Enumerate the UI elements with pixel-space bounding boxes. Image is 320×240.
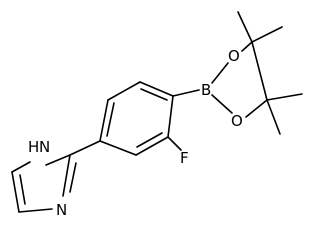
bond-benz-4 [167, 95, 174, 138]
bond-c2-aryl [69, 140, 101, 156]
bond-o-lower-c [245, 99, 268, 118]
bond-c5-nh [11, 161, 31, 173]
bond-b-o-upper [211, 62, 229, 84]
atom-label-o-upper: O [228, 47, 240, 65]
atom-label-f: F [180, 149, 189, 167]
atom-label-nh: N [39, 138, 50, 156]
bond-benz-2 [107, 81, 141, 101]
bond-methyl-3 [266, 93, 303, 101]
bond-benz-1 [99, 99, 109, 142]
bond-benz-3-inner [140, 88, 168, 101]
bond-c-b [172, 89, 200, 97]
bond-o-upper-c [241, 41, 253, 52]
bond-c-c-ring [251, 41, 268, 101]
bonds [11, 11, 303, 213]
atom-label-h: H [28, 138, 39, 156]
atom-labels: H N N F B O O [28, 47, 243, 219]
bond-benz-1-inner [106, 102, 115, 137]
bond-benz-5-inner [136, 132, 163, 148]
bond-n3-c4 [18, 208, 53, 213]
bond-c4-c5 [11, 171, 20, 213]
bond-benz-3 [139, 81, 174, 97]
bond-nh-c2 [45, 154, 71, 166]
atom-label-o-lower: O [231, 112, 243, 130]
bond-benz-5 [135, 136, 169, 156]
bond-methyl-4 [266, 99, 281, 135]
chemical-structure-diagram: H N N F B O O [11, 11, 303, 219]
bond-b-o-lower [211, 94, 233, 114]
bond-methyl-2 [251, 26, 283, 43]
bond-c-f [167, 136, 182, 151]
atom-label-b: B [201, 81, 211, 99]
bond-c4-c5-double [19, 174, 26, 205]
bond-c2-n3-double [69, 162, 77, 193]
bond-methyl-1 [237, 11, 253, 43]
atom-label-n: N [56, 201, 67, 219]
bond-benz-6 [99, 140, 137, 156]
bond-c2-n3 [62, 154, 71, 197]
